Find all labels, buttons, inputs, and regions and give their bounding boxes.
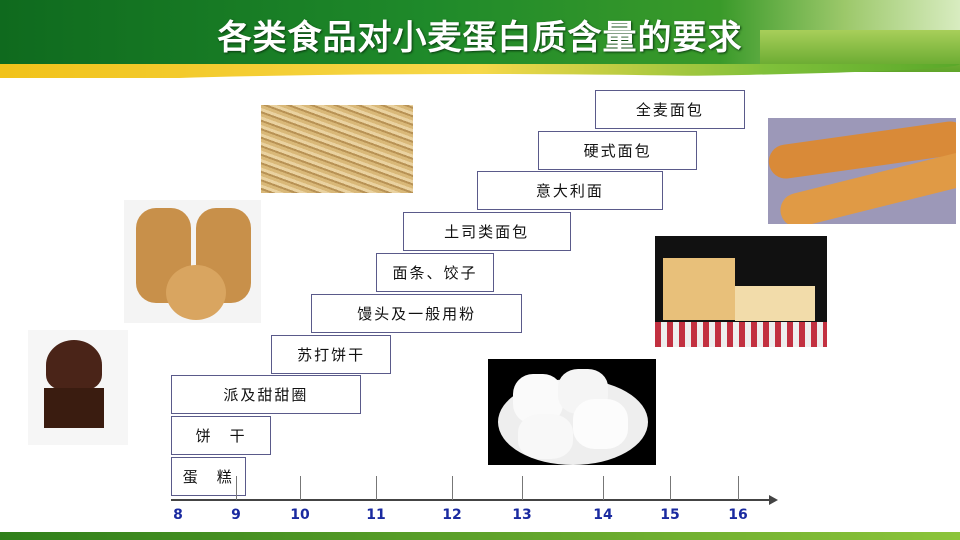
tick-label: 16 bbox=[728, 507, 748, 523]
axis-tick bbox=[738, 476, 739, 500]
range-bar: 饼 干 bbox=[171, 416, 272, 456]
slide-title: 各类食品对小麦蛋白质含量的要求 bbox=[217, 18, 743, 58]
range-bar: 全麦面包 bbox=[594, 89, 745, 129]
tick-label: 11 bbox=[366, 507, 386, 523]
range-bar: 蛋 糕 bbox=[171, 457, 246, 496]
tick-label: 10 bbox=[290, 507, 310, 523]
tick-label: 12 bbox=[442, 507, 462, 523]
axis-tick bbox=[236, 476, 237, 500]
footer-bar bbox=[0, 532, 960, 540]
range-bar: 土司类面包 bbox=[402, 212, 571, 252]
range-bar: 苏打饼干 bbox=[271, 334, 392, 374]
range-bar: 意大利面 bbox=[476, 171, 664, 211]
header-swoosh-white bbox=[0, 74, 960, 92]
range-bar: 硬式面包 bbox=[538, 130, 698, 170]
cookies-image bbox=[124, 200, 261, 323]
baguette-image bbox=[768, 118, 956, 224]
tick-label: 15 bbox=[660, 507, 680, 523]
x-axis bbox=[171, 499, 771, 501]
header-banner bbox=[0, 0, 960, 72]
axis-tick bbox=[603, 476, 604, 500]
header-swoosh bbox=[0, 64, 960, 78]
range-bar: 派及甜甜圈 bbox=[171, 375, 361, 415]
axis-arrow-icon bbox=[769, 495, 778, 505]
tick-label: 13 bbox=[512, 507, 532, 523]
toast-bread-image bbox=[655, 236, 827, 347]
steamed-buns-image bbox=[488, 359, 656, 465]
range-bar: 馒头及一般用粉 bbox=[311, 293, 522, 333]
noodles-image bbox=[261, 105, 413, 193]
range-bar: 面条、饺子 bbox=[376, 253, 494, 292]
tick-label: 8 bbox=[173, 507, 183, 523]
tick-label: 9 bbox=[231, 507, 241, 523]
axis-tick bbox=[452, 476, 453, 500]
cupcake-image bbox=[28, 330, 128, 445]
tick-label: 14 bbox=[593, 507, 613, 523]
axis-tick bbox=[670, 476, 671, 500]
axis-tick bbox=[522, 476, 523, 500]
axis-tick bbox=[300, 476, 301, 500]
axis-tick bbox=[376, 476, 377, 500]
